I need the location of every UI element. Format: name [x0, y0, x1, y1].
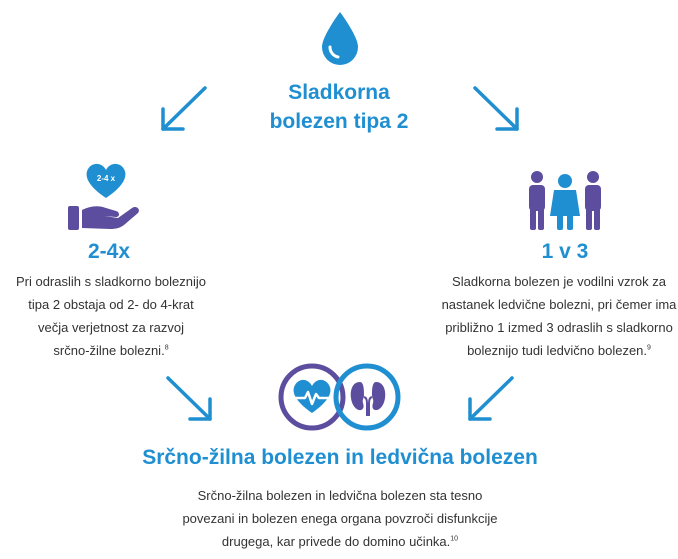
- kidney-icon: [350, 382, 386, 416]
- right-heading: 1 v 3: [541, 240, 589, 263]
- right-line-2: nastanek ledvične bolezni, pri čemer ima: [441, 297, 677, 312]
- left-line-1: Pri odraslih s sladkorno boleznijo: [15, 274, 207, 289]
- heart-kidney-circles: [278, 363, 401, 431]
- right-description: Sladkorna bolezen je vodilni vzrok za na…: [440, 270, 678, 362]
- bottom-description: Srčno-žilna bolezen in ledvična bolezen …: [140, 484, 540, 553]
- left-heading: 2-4x: [87, 240, 131, 263]
- right-ref: 9: [647, 344, 651, 352]
- family-group-icon: [529, 171, 601, 230]
- arrow-to-right-icon: [473, 86, 519, 131]
- left-line-3: večja verjetnost za razvoj: [38, 320, 184, 335]
- heart-in-hand-icon: 2-4 x: [66, 158, 146, 232]
- right-line-4: boleznijo tudi ledvično bolezen.9: [467, 343, 651, 358]
- diabetes-title-line2: bolezen tipa 2: [269, 110, 409, 133]
- bottom-heading: Srčno-žilna bolezen in ledvična bolezen: [142, 446, 538, 469]
- water-drop-icon: [322, 12, 358, 65]
- bottom-ref: 10: [450, 535, 459, 543]
- bottom-line-1: Srčno-žilna bolezen in ledvična bolezen …: [197, 488, 483, 503]
- arrow-right-to-bottom-icon: [468, 376, 514, 421]
- arrow-left-to-bottom-icon: [166, 376, 212, 421]
- bottom-line-3: drugega, kar privede do domino učinka.10: [221, 534, 459, 549]
- left-line-2: tipa 2 obstaja od 2- do 4-krat: [28, 297, 194, 312]
- diabetes-title: Sladkorna bolezen tipa 2: [239, 78, 439, 136]
- right-line-3: približno 1 izmed 3 odraslih s sladkorno: [445, 320, 673, 335]
- left-ref: 8: [164, 344, 169, 352]
- heart-badge-text: 2-4 x: [96, 174, 116, 183]
- left-description: Pri odraslih s sladkorno boleznijo tipa …: [0, 270, 222, 362]
- left-line-4: srčno-žilne bolezni.8: [53, 343, 169, 358]
- arrow-to-left-icon: [161, 86, 207, 131]
- bottom-line-2: povezani in bolezen enega organa povzroč…: [182, 511, 498, 526]
- diabetes-title-line1: Sladkorna: [288, 81, 390, 104]
- heart-pulse-icon: [293, 379, 331, 413]
- right-line-1: Sladkorna bolezen je vodilni vzrok za: [452, 274, 666, 289]
